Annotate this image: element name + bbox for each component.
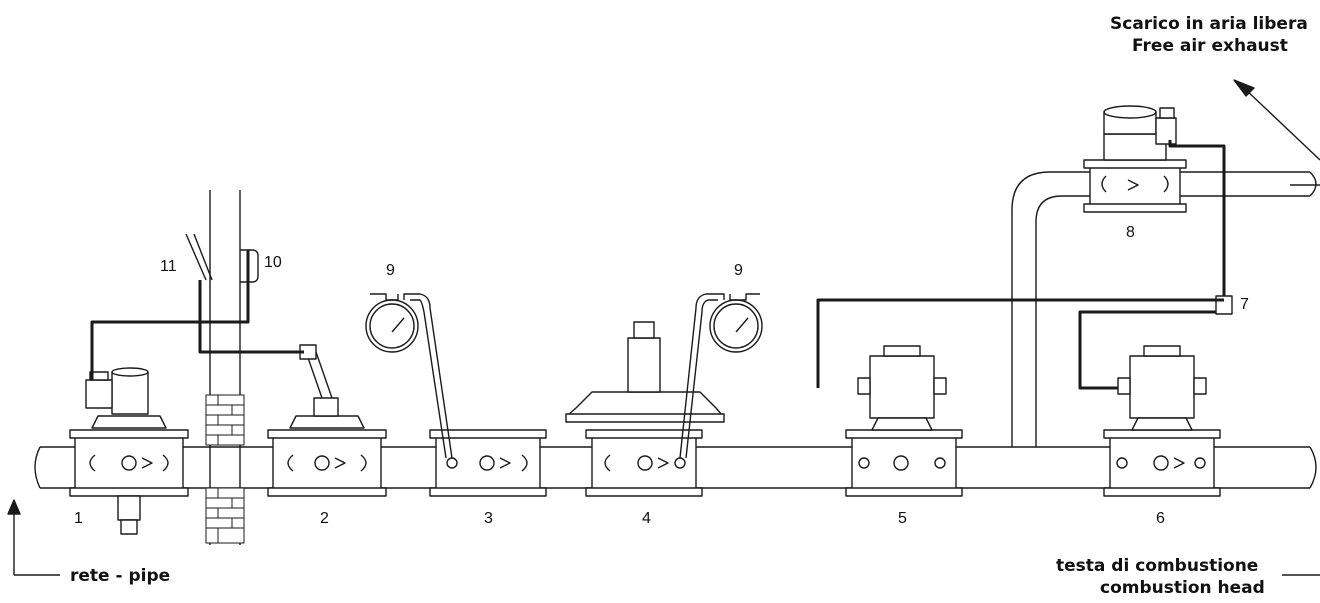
component-number-8: 8 [1126,224,1135,241]
component-number-1: 1 [74,510,83,527]
exhaust-arrow [1233,79,1320,186]
head-label-en: combustion head [1100,578,1265,598]
gas-detector-10 [240,249,259,283]
component-number-9-right: 9 [734,262,743,279]
pressure-gauge-right [679,293,763,459]
component-number-2: 2 [320,510,329,527]
wall [205,190,245,545]
valve-body-6 [1103,345,1221,497]
solenoid-valve-1 [85,367,149,415]
valve-body-5 [845,345,963,497]
detector-cable-11 [185,233,213,281]
exhaust-label-en: Free air exhaust [1132,36,1288,56]
component-number-10: 10 [264,254,282,271]
solenoid-valve-8 [1083,105,1187,213]
component-number-11: 11 [160,258,177,275]
inlet-label: rete - pipe [70,566,171,586]
component-number-7: 7 [1240,296,1249,313]
component-number-5: 5 [898,510,907,527]
head-label-it: testa di combustione [1056,556,1259,576]
valve-body-2 [267,344,387,497]
component-number-3: 3 [484,510,493,527]
control-wiring [90,140,1226,390]
pressure-gauge-left [365,293,453,459]
valve-body-1 [69,415,189,535]
component-number-6: 6 [1156,510,1165,527]
vent-pipe [1011,171,1317,447]
pressure-regulator-4 [565,321,725,497]
component-number-9-left: 9 [386,262,395,279]
component-number-4: 4 [642,510,651,527]
valve-body-3 [429,429,547,497]
wall-brick [205,394,245,544]
inlet-arrow [7,499,60,576]
exhaust-label-it: Scarico in aria libera [1110,14,1308,34]
